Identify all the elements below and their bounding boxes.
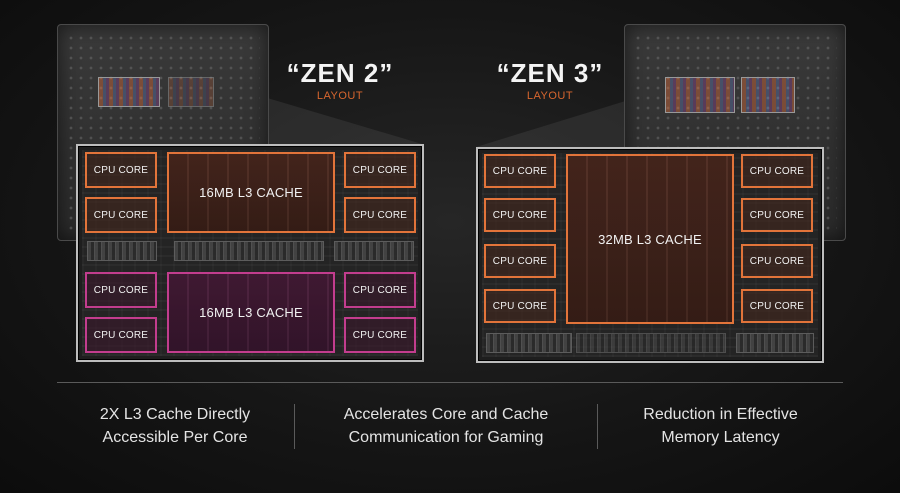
zen3-subtitle: LAYOUT [526,90,574,102]
caption-separator-1 [294,404,295,449]
zen2-package-ccd [98,77,160,107]
caption-latency: Reduction in Effective Memory Latency [643,406,798,446]
zen2-bottom-core-4: CPU CORE [344,317,416,353]
zen3-title: “ZEN 3” [496,58,604,88]
zen2-bottom-l3-cache: 16MB L3 CACHE [167,272,335,353]
zen3-interconnect-strip-right [736,333,814,353]
zen2-die: CPU CORE CPU CORE 16MB L3 CACHE CPU CORE… [76,144,424,362]
zen3-core-6: CPU CORE [741,198,813,232]
zen3-package-ccd [665,77,735,113]
zen2-title: “ZEN 2” [286,58,394,88]
zen3-core-3: CPU CORE [484,244,556,278]
zen2-top-l3-cache: 16MB L3 CACHE [167,152,335,233]
zen3-l3-cache: 32MB L3 CACHE [566,154,734,324]
caption-separator-2 [597,404,598,449]
zen2-top-core-1: CPU CORE [85,152,157,188]
zen3-core-1: CPU CORE [484,154,556,188]
zen2-bottom-core-1: CPU CORE [85,272,157,308]
zen2-subtitle: LAYOUT [316,90,364,102]
zen3-interconnect-strip-center [576,333,726,353]
zen3-core-2: CPU CORE [484,198,556,232]
zen3-core-7: CPU CORE [741,244,813,278]
zen3-package-ccd-2 [741,77,795,113]
zen2-interconnect-strip-center [174,241,324,261]
zen2-top-core-2: CPU CORE [85,197,157,233]
zen3-core-5: CPU CORE [741,154,813,188]
caption-l3-access: 2X L3 Cache Directly Accessible Per Core [99,406,251,446]
caption-gaming: Accelerates Core and Cache Communication… [343,406,549,446]
zen2-top-core-3: CPU CORE [344,152,416,188]
zen2-bottom-core-3: CPU CORE [344,272,416,308]
zen2-interconnect-strip-left [87,241,157,261]
zen3-core-4: CPU CORE [484,289,556,323]
zen2-interconnect-strip-right [334,241,414,261]
zen3-core-8: CPU CORE [741,289,813,323]
section-divider [57,382,843,383]
zen2-top-core-4: CPU CORE [344,197,416,233]
zen2-package-ccd-2 [168,77,214,107]
zen2-bottom-core-2: CPU CORE [85,317,157,353]
zen3-interconnect-strip-left [486,333,572,353]
zen3-die: CPU CORE CPU CORE CPU CORE CPU CORE 32MB… [476,147,824,363]
